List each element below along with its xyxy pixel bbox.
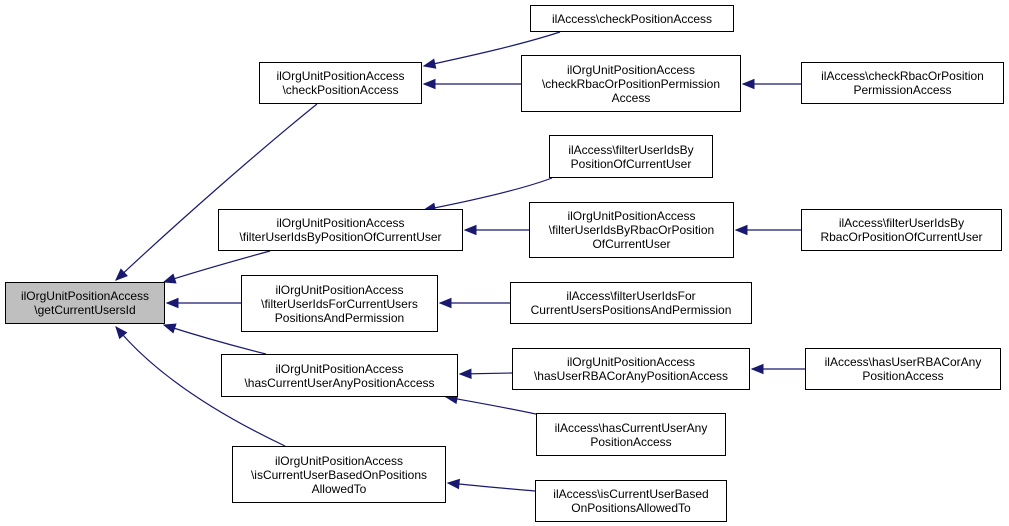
node-acc-rbac-check[interactable]: ilAccess\checkRbacOrPosition PermissionA… (801, 62, 1004, 104)
edge-arrowhead (734, 224, 748, 236)
node-org-filter-current[interactable]: ilOrgUnitPositionAccess \filterUserIdsFo… (241, 275, 438, 332)
edge-arrowhead (438, 297, 452, 309)
node-org-has[interactable]: ilOrgUnitPositionAccess \hasCurrentUserA… (221, 354, 458, 397)
edge-org-is-to-root (115, 325, 286, 447)
edge-line (423, 177, 553, 211)
edge-arrowhead (165, 297, 179, 309)
edge-arrowhead (162, 323, 177, 334)
edge-line (423, 31, 561, 67)
edge-line (447, 482, 536, 492)
edge-acc-check-to-org-check (422, 31, 561, 69)
node-acc-filter-current[interactable]: ilAccess\filterUserIdsFor CurrentUsersPo… (510, 282, 752, 324)
edge-acc-is-to-org-is (446, 478, 536, 492)
edge-line (115, 326, 286, 447)
node-org-is[interactable]: ilOrgUnitPositionAccess \isCurrentUserBa… (232, 446, 446, 503)
edge-arrowhead (115, 268, 128, 281)
edge-arrowhead (446, 478, 460, 490)
edge-acc-has-rbac-to-org-has-rbac (750, 363, 805, 375)
node-acc-filter[interactable]: ilAccess\filterUserIdsBy PositionOfCurre… (549, 135, 713, 178)
node-acc-has[interactable]: ilAccess\hasCurrentUserAny PositionAcces… (536, 413, 726, 456)
edge-org-filter-current-to-root (165, 297, 241, 309)
edge-arrowhead (422, 58, 437, 69)
edge-acc-filter-rbac-to-org-filter-rbac (734, 224, 801, 236)
edge-arrowhead (422, 78, 436, 90)
edge-line (115, 103, 318, 281)
node-org-has-rbac[interactable]: ilOrgUnitPositionAccess \hasUserRBACorAn… (512, 348, 750, 390)
node-org-check[interactable]: ilOrgUnitPositionAccess \checkPositionAc… (259, 62, 422, 104)
edge-arrowhead (750, 363, 764, 375)
edge-acc-rbac-check-to-org-rbac-check (741, 78, 801, 90)
edge-arrowhead (115, 325, 128, 340)
node-acc-check[interactable]: ilAccess\checkPositionAccess (530, 5, 734, 32)
edge-org-check-to-root (115, 103, 318, 281)
node-root[interactable]: ilOrgUnitPositionAccess \getCurrentUsers… (5, 282, 165, 324)
edge-arrowhead (741, 78, 755, 90)
edge-org-filter-rbac-to-org-filter (463, 224, 529, 236)
edge-org-has-rbac-to-org-has (458, 368, 513, 380)
node-org-filter-rbac[interactable]: ilOrgUnitPositionAccess \filterUserIdsBy… (529, 202, 734, 258)
node-org-filter[interactable]: ilOrgUnitPositionAccess \filterUserIdsBy… (218, 209, 463, 251)
edge-org-has-to-root (162, 323, 267, 355)
node-acc-is[interactable]: ilAccess\isCurrentUserBased OnPositionsA… (535, 480, 727, 522)
edge-arrowhead (162, 273, 177, 284)
edge-arrowhead (463, 224, 477, 236)
edge-arrowhead (458, 368, 472, 380)
edge-acc-filter-current-to-org-filter-current (438, 297, 510, 309)
node-org-rbac-check[interactable]: ilOrgUnitPositionAccess \checkRbacOrPosi… (521, 55, 741, 112)
node-acc-filter-rbac[interactable]: ilAccess\filterUserIdsBy RbacOrPositionO… (801, 209, 1002, 251)
edge-org-rbac-check-to-org-check (422, 78, 521, 90)
edge-org-filter-to-root (162, 250, 271, 284)
node-acc-has-rbac[interactable]: ilAccess\hasUserRBACorAny PositionAccess (805, 348, 1001, 390)
